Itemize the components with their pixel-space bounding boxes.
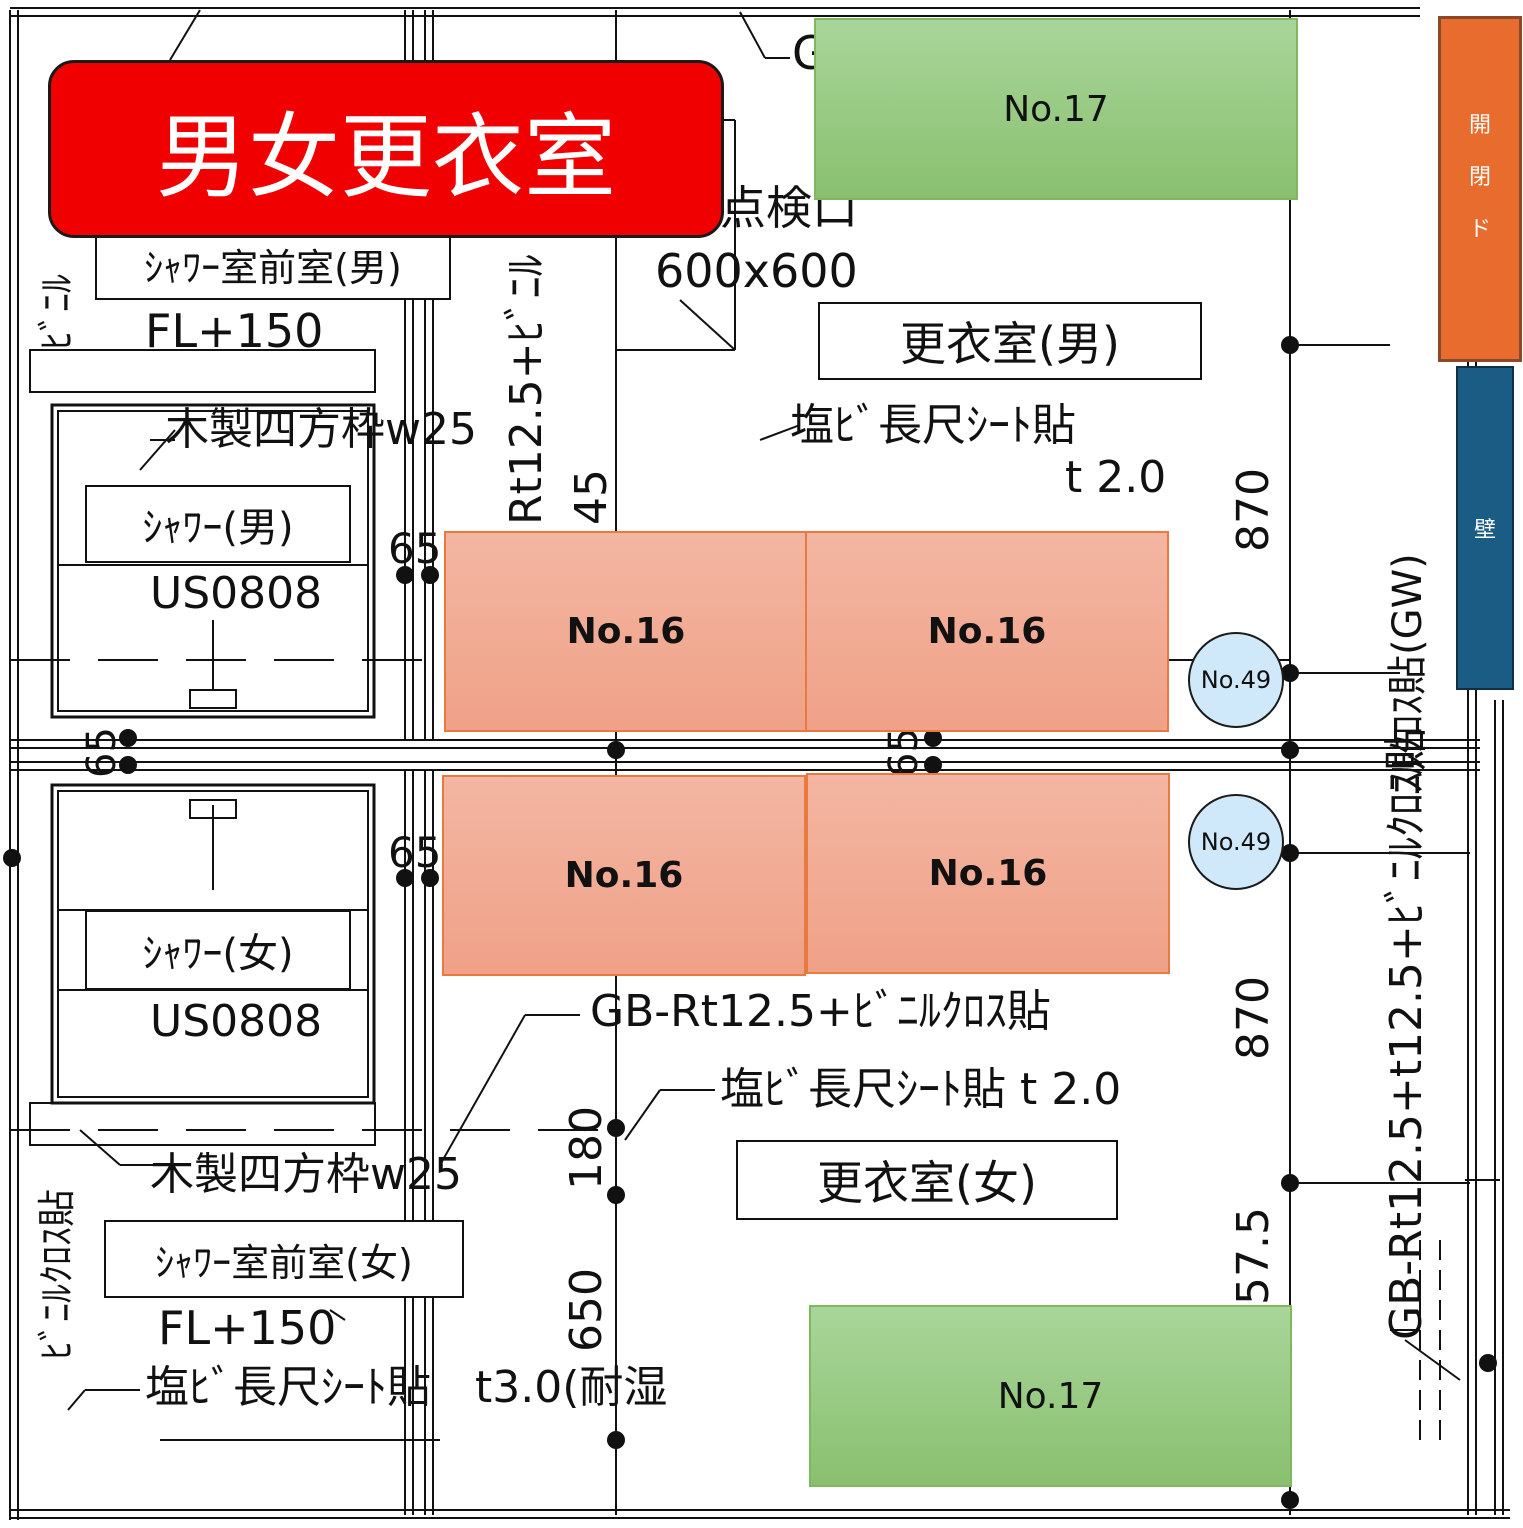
men-locker-room-label: 更衣室(男) <box>818 302 1202 380</box>
shower-men-label: ｼｬﾜｰ(男) <box>85 485 351 563</box>
wall-finish-women-label: GB-Rt12.5+ﾋﾞﾆﾙｸﾛｽ貼 <box>590 986 1051 1037</box>
door-label-3: ド <box>1468 217 1491 242</box>
fixture-no16-a[interactable]: No.16 <box>444 531 808 732</box>
shower-ante-women-label: ｼｬﾜｰ室前室(女) <box>104 1220 464 1298</box>
dim-57-5: 57.5 <box>1228 1207 1279 1305</box>
wall-right-vertical-label: GB-Rt12.5+t12.5+ﾋﾞﾆﾙｸﾛｽ貼 <box>1381 727 1432 1340</box>
fl-men-label: FL+150 <box>145 304 324 358</box>
fixture-no17-bottom[interactable]: No.17 <box>809 1305 1292 1487</box>
dim-180: 180 <box>561 1106 612 1190</box>
wall-left-top-vertical-label: ﾋﾞﾆﾙ <box>35 273 79 350</box>
floor-finish-women-label: 塩ﾋﾞ長尺ｼｰﾄ貼 t 2.0 <box>720 1064 1122 1115</box>
door-label-2: 閉 <box>1468 165 1491 190</box>
dim-870-bottom: 870 <box>1228 976 1279 1060</box>
dim-650: 650 <box>561 1268 612 1352</box>
frame-women-label: 木製四方枠w25 <box>150 1149 462 1200</box>
fixture-no49-top[interactable]: No.49 <box>1188 632 1284 728</box>
inspection-size-label: 600x600 <box>655 244 858 298</box>
fixture-no16-b[interactable]: No.16 <box>805 531 1169 732</box>
shower-women-label: ｼｬﾜｰ(女) <box>85 910 351 990</box>
door-panel[interactable]: 開 閉 ド <box>1438 16 1522 362</box>
unit-women-label: US0808 <box>150 996 323 1047</box>
fixture-no16-c[interactable]: No.16 <box>442 775 806 976</box>
fixture-no49-bottom[interactable]: No.49 <box>1188 794 1284 890</box>
fixture-no16-d[interactable]: No.16 <box>806 773 1170 974</box>
floor-finish-men-line2: t 2.0 <box>1065 452 1167 503</box>
dim-65-lower: 65 <box>388 828 442 877</box>
dim-65-center-mid: 65 <box>881 727 927 778</box>
wall-center-vertical-label: Rt12.5+ﾋﾞﾆﾙ <box>501 254 552 525</box>
dim-45: 45 <box>566 469 617 525</box>
dim-65-upper: 65 <box>388 524 442 573</box>
unit-men-label: US0808 <box>150 568 323 619</box>
wall-panel[interactable]: 壁 <box>1456 366 1514 690</box>
door-label-1: 開 <box>1468 113 1491 138</box>
floor-finish-men-line1: 塩ﾋﾞ長尺ｼｰﾄ貼 <box>790 400 1076 451</box>
wall-right-gw-label: ﾆﾙｸﾛｽ貼(GW) <box>1385 553 1431 795</box>
room-title-badge: 男女更衣室 <box>48 60 724 238</box>
dim-870-top: 870 <box>1228 468 1279 552</box>
dim-65-left-mid: 65 <box>79 727 125 778</box>
wall-left-bottom-vertical-label: ﾋﾞﾆﾙｸﾛｽ貼 <box>35 1188 79 1360</box>
fl-women-label: FL+150 <box>158 1301 337 1355</box>
fixture-no17-top[interactable]: No.17 <box>814 18 1298 200</box>
women-locker-room-label: 更衣室(女) <box>736 1140 1118 1220</box>
frame-men-label: 木製四方枠w25 <box>165 404 477 455</box>
shower-ante-men-label: ｼｬﾜｰ室前室(男) <box>95 228 451 300</box>
floor-ante-women-label: 塩ﾋﾞ長尺ｼｰﾄ貼 t3.0(耐湿 <box>145 1362 668 1413</box>
